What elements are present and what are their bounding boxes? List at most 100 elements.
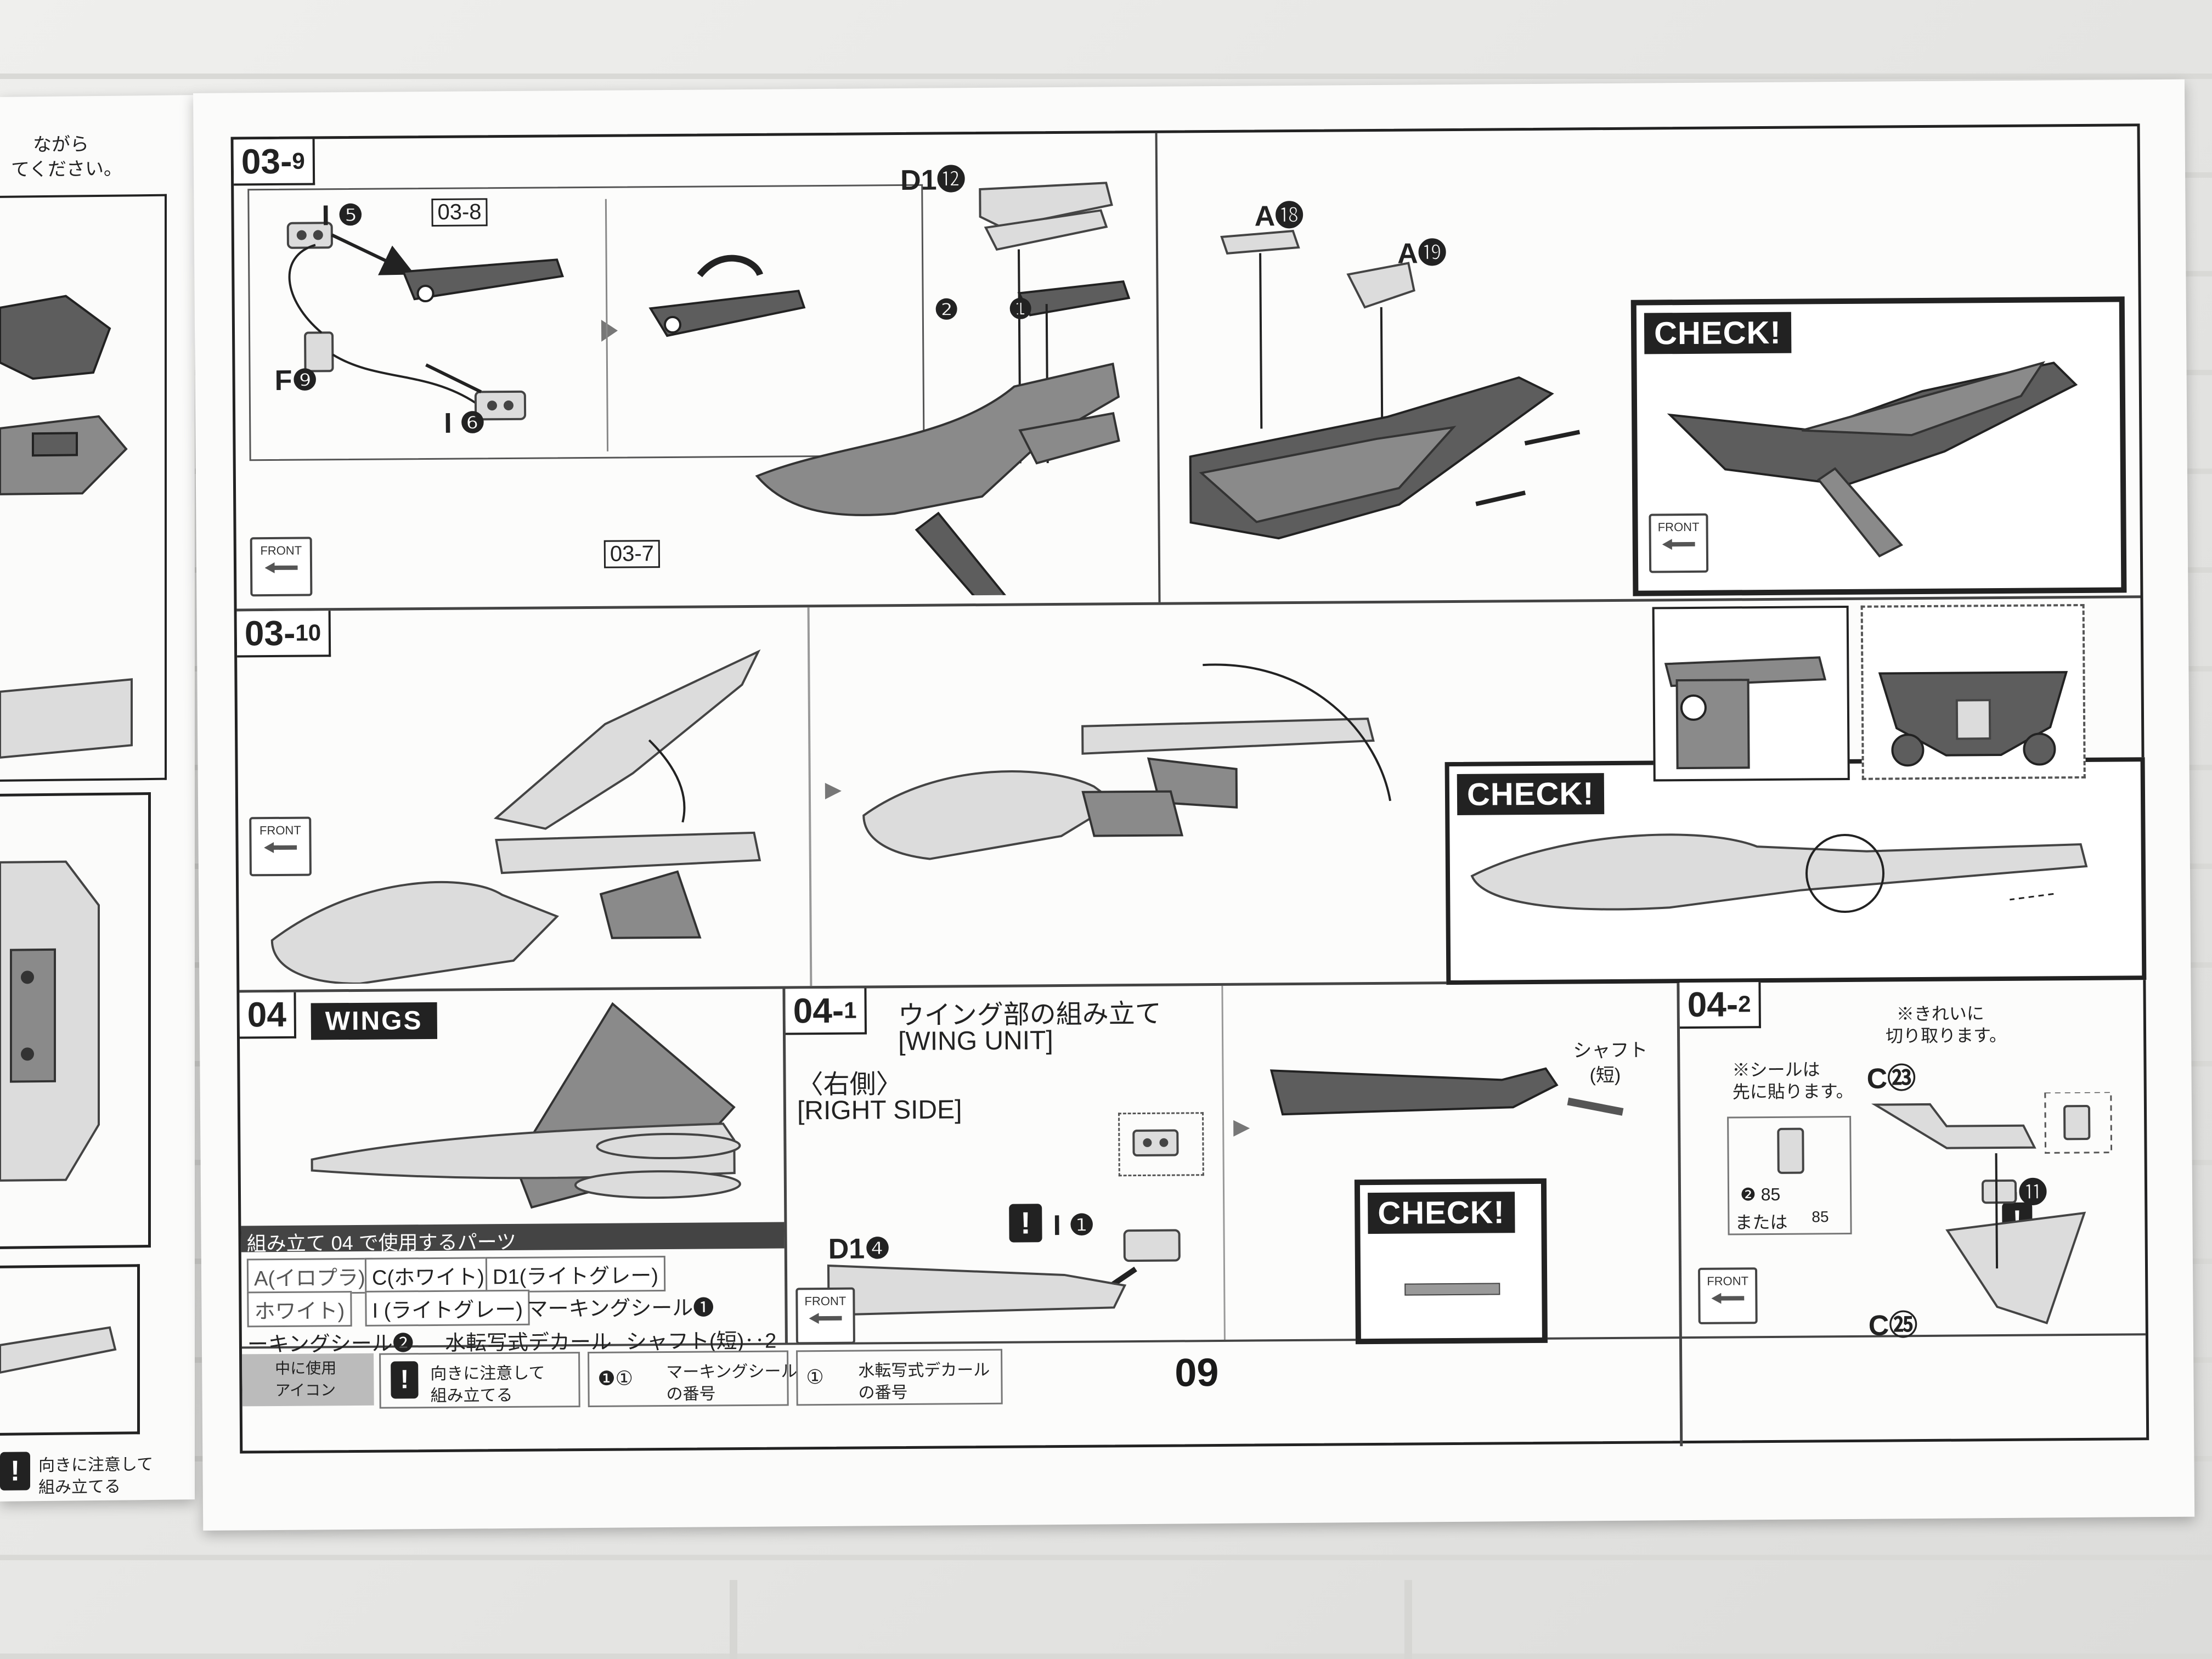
legend-text: 向きに注意して — [430, 1364, 545, 1384]
note-cut: 切り取ります。 — [1885, 1025, 2007, 1046]
left-page-panel — [0, 792, 151, 1249]
row-divider — [236, 595, 2141, 612]
step-number: 03 — [241, 141, 281, 182]
wing-tip-drawing — [1871, 1092, 2113, 1324]
decal-number: ① — [806, 1365, 824, 1389]
seal-detail-drawing — [1777, 1127, 1804, 1174]
step-sub-number: 2 — [1737, 991, 1751, 1017]
left-page-text: ながら — [33, 134, 89, 156]
detail-front-view-box — [1860, 603, 2086, 780]
part-label-i6: I ❻ — [444, 407, 486, 439]
instruction-page: 03-9 I ❺ F❾ — [193, 79, 2195, 1531]
shaft-icon — [1404, 1283, 1500, 1296]
front-label: FRONT — [804, 1294, 847, 1308]
left-page-illustration — [0, 295, 133, 759]
warning-icon: ! — [0, 1452, 30, 1491]
parts-cell: C(ホワイト) — [364, 1257, 492, 1294]
legend-decal-box: ① 水転写式デカール の番号 — [796, 1348, 1003, 1406]
parts-cell: A(イロプラ) — [246, 1257, 373, 1295]
wing-unit-title-en: [WING UNIT] — [898, 1026, 1053, 1057]
part-label-c23: C㉓ — [1866, 1063, 1916, 1095]
part-label-d1-12: D1⓬ — [900, 164, 966, 197]
shaft-label: シャフト — [1573, 1040, 1648, 1062]
assembly-03-10-step2-drawing — [825, 663, 1392, 860]
left-page: ながら てください。 ! 向きに注意して 組み立てる — [0, 95, 195, 1502]
left-page-drawing — [0, 860, 100, 1182]
legend-marking-box: ❶① マーキングシール の番号 — [588, 1350, 798, 1408]
parts-cell: I (ライトグレー) — [365, 1289, 531, 1327]
part-detail-box — [1118, 1112, 1204, 1177]
left-note: 向きに注意して — [38, 1455, 154, 1475]
front-label: FRONT — [260, 543, 302, 558]
left-note: 組み立てる — [38, 1477, 121, 1497]
legend-row: 中に使用 アイコン ! 向きに注意して 組み立てる ❶① マーキングシール の番… — [242, 1339, 1680, 1451]
order-number-1: ❶ — [1008, 294, 1033, 325]
legend-text: 中に使用 — [275, 1359, 337, 1378]
sub-assembly-box — [247, 184, 925, 461]
left-page-panel — [0, 1264, 140, 1436]
sub-assembly-drawing — [286, 199, 806, 452]
legend-text: マーキングシール — [666, 1362, 798, 1382]
warning-icon: ! — [391, 1361, 419, 1399]
left-page-drawing — [0, 1326, 117, 1374]
reference-03-7: 03-7 — [603, 540, 661, 568]
parts-cell: マーキングシール❶ — [527, 1296, 714, 1321]
parts-header: 組み立て 04 で使用するパーツ — [246, 1230, 517, 1255]
part-label-a18: A⓲ — [1254, 200, 1304, 233]
step-sub-number: 9 — [292, 148, 305, 174]
step-number: 04 — [247, 994, 287, 1035]
page-number: 09 — [1175, 1351, 1219, 1395]
reference-03-8: 03-8 — [431, 198, 488, 227]
front-direction-icon: FRONT — [249, 816, 312, 877]
left-page-text: てください。 — [11, 158, 122, 180]
instruction-frame: 03-9 I ❺ F❾ — [230, 123, 2149, 1454]
front-label: FRONT — [1707, 1274, 1749, 1288]
shaft-short-label: (短) — [1589, 1064, 1621, 1086]
wings-overview-drawing — [311, 1002, 741, 1209]
legend-text: の番号 — [666, 1385, 716, 1404]
check-illustration — [1667, 361, 2078, 558]
front-direction-icon: FRONT — [250, 537, 313, 597]
part-label-d1-4: D1❹ — [828, 1233, 891, 1265]
legend-text: 水転写式デカール — [858, 1361, 990, 1380]
seal-number: ❷ 85 — [1740, 1184, 1781, 1205]
parts-cell: D1(ライトグレー) — [485, 1256, 666, 1293]
column-divider — [807, 607, 812, 986]
check-illustration — [1470, 833, 2088, 913]
check-badge: CHECK! — [1368, 1192, 1515, 1234]
marking-numbers: ❶① — [597, 1367, 634, 1390]
step-number: 04 — [1687, 984, 1727, 1025]
wing-part-drawing — [827, 1229, 1181, 1317]
note-seal: 先に貼ります。 — [1732, 1081, 1854, 1102]
part-label-f9: F❾ — [274, 364, 318, 397]
wall-mortar — [1404, 1580, 1412, 1659]
step-04-2-label: 04-2 — [1679, 982, 1761, 1029]
assembly-03-9-drawing — [755, 182, 1131, 599]
assembly-03-10-drawing — [270, 649, 761, 985]
part-label-a19: A⓳ — [1397, 238, 1447, 270]
detail-zoom-drawing — [1664, 656, 1827, 770]
step-04-1-label: 04-1 — [785, 988, 867, 1035]
seal-detail-box: ❷ 85 または 85 — [1727, 1115, 1852, 1235]
part-detail-drawing — [1132, 1129, 1179, 1157]
front-direction-icon: FRONT — [1649, 513, 1709, 573]
or-label: または — [1735, 1212, 1788, 1233]
parts-cell: ホワイト) — [247, 1291, 352, 1328]
wing-shaft-drawing — [1233, 1067, 1624, 1137]
front-direction-icon: FRONT — [1698, 1267, 1758, 1324]
check-badge: CHECK! — [1644, 312, 1791, 354]
check-box-03-10: CHECK! — [1444, 757, 2147, 985]
step-sub-number: 1 — [844, 997, 857, 1023]
assembly-03-9-step2-drawing — [1189, 229, 1581, 540]
order-number-2: ❷ — [934, 294, 959, 325]
decal-number: 85 — [1812, 1208, 1829, 1226]
check-badge: CHECK! — [1457, 773, 1604, 815]
right-side-en: [RIGHT SIDE] — [797, 1095, 962, 1126]
check-box-04-1: CHECK! — [1354, 1178, 1548, 1345]
detail-zoom-box — [1652, 605, 1850, 782]
check-box-03-9: CHECK! FRONT — [1630, 296, 2127, 596]
left-page-panel — [0, 194, 167, 782]
legend-text: アイコン — [275, 1381, 336, 1400]
front-direction-icon: FRONT — [795, 1287, 855, 1345]
step-number: 04 — [793, 990, 833, 1031]
